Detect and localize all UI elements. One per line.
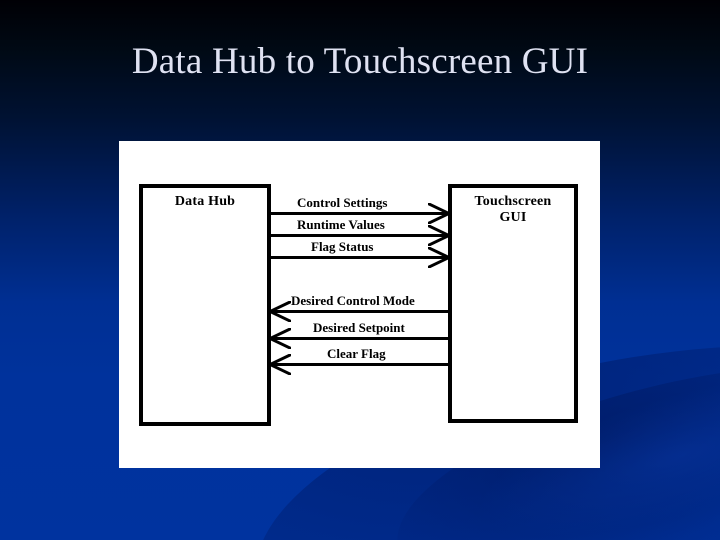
- flow-flag-status-label: Flag Status: [311, 239, 374, 254]
- flow-desired-control-mode[interactable]: Desired Control Mode: [269, 294, 448, 322]
- arrowhead-left-icon: [269, 301, 291, 322]
- flow-control-settings-label: Control Settings: [297, 195, 388, 210]
- node-touchscreen-gui[interactable]: Touchscreen GUI: [448, 184, 578, 423]
- flow-clear-flag-line: [271, 363, 448, 366]
- flow-runtime-values-label: Runtime Values: [297, 217, 385, 232]
- flow-desired-setpoint-line: [271, 337, 448, 340]
- flow-runtime-values[interactable]: Runtime Values: [271, 218, 450, 246]
- flow-clear-flag-label: Clear Flag: [327, 346, 386, 361]
- node-touchscreen-gui-label-line2: GUI: [499, 210, 527, 226]
- node-data-hub-label: Data Hub: [174, 194, 236, 209]
- flow-control-settings-line: [271, 212, 448, 215]
- node-touchscreen-gui-label-line1: Touchscreen: [474, 194, 552, 209]
- flow-desired-setpoint-label: Desired Setpoint: [313, 320, 405, 335]
- arrowhead-left-icon: [269, 354, 291, 375]
- flow-desired-setpoint[interactable]: Desired Setpoint: [269, 321, 448, 349]
- flow-desired-control-mode-label: Desired Control Mode: [291, 293, 415, 308]
- flow-flag-status[interactable]: Flag Status: [271, 240, 450, 268]
- arrowhead-right-icon: [428, 203, 450, 224]
- arrowhead-left-icon: [269, 328, 291, 349]
- flow-runtime-values-line: [271, 234, 448, 237]
- flow-desired-control-mode-line: [271, 310, 448, 313]
- node-data-hub[interactable]: Data Hub: [139, 184, 271, 426]
- flow-control-settings[interactable]: Control Settings: [271, 196, 450, 224]
- arrowhead-right-icon: [428, 247, 450, 268]
- arrowhead-right-icon: [428, 225, 450, 246]
- flow-flag-status-line: [271, 256, 448, 259]
- diagram-panel: Data Hub Touchscreen GUI Control Setting…: [119, 141, 600, 468]
- flow-clear-flag[interactable]: Clear Flag: [269, 347, 448, 375]
- slide-title: Data Hub to Touchscreen GUI: [131, 41, 589, 82]
- node-touchscreen-gui-label: Touchscreen GUI: [452, 194, 574, 226]
